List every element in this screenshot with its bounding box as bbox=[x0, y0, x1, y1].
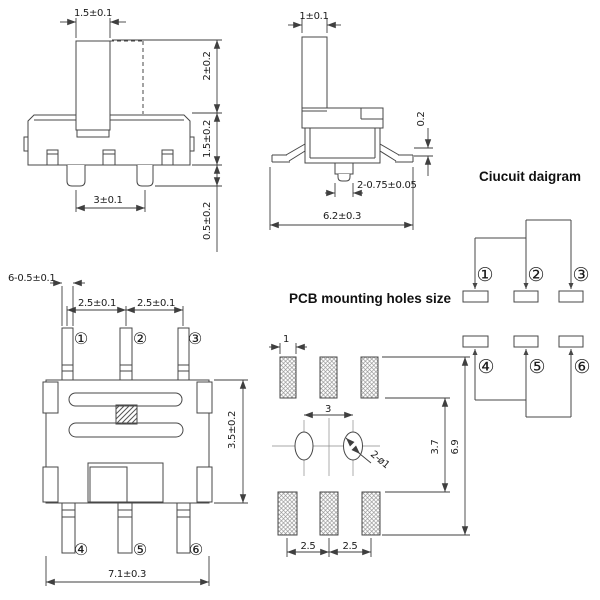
dim-row-gap: 3.7 bbox=[430, 439, 441, 454]
dim-knob-height: 2±0.2 bbox=[202, 51, 213, 80]
circuit-pads bbox=[462, 290, 584, 348]
dim-top-overall-width: 7.1±0.3 bbox=[108, 569, 146, 580]
top-pins-lower bbox=[61, 502, 191, 554]
knob-base bbox=[76, 129, 110, 138]
top-dimensions: 6-0.5±0.1 2.5±0.1 2.5±0.1 7.1±0.3 3.5±0.… bbox=[8, 273, 248, 586]
terminal-6: ⑥ bbox=[573, 356, 590, 378]
pin-number-4: ④ bbox=[74, 540, 88, 559]
dim-pad-width: 1 bbox=[283, 334, 289, 345]
terminal-1: ① bbox=[476, 264, 493, 286]
terminal-4: ④ bbox=[477, 356, 494, 378]
dim-pcb-pitch-left: 2.5 bbox=[300, 541, 315, 552]
dim-pcb-pitch-right: 2.5 bbox=[342, 541, 357, 552]
pin-number-3: ③ bbox=[188, 329, 202, 348]
terminal-5: ⑤ bbox=[528, 356, 545, 378]
dim-side-knob-width: 1±0.1 bbox=[299, 11, 328, 22]
dim-step: 0.2 bbox=[416, 111, 427, 126]
side-view: 1±0.1 0.2 2-0.75±0.05 6.2±0.3 bbox=[269, 11, 433, 230]
body-window-outer bbox=[87, 462, 164, 503]
dim-hole-spacing: 3 bbox=[325, 404, 331, 415]
dim-top-pin-width: 6-0.5±0.1 bbox=[8, 273, 55, 284]
dim-side-pin-width: 2-0.75±0.05 bbox=[357, 180, 417, 191]
body-window-inner bbox=[89, 466, 128, 502]
dim-knob-width: 1.5±0.1 bbox=[74, 8, 112, 19]
terminal-3: ③ bbox=[572, 264, 589, 286]
dim-pitch-left: 2.5±0.1 bbox=[78, 298, 116, 309]
side-dimensions: 1±0.1 0.2 2-0.75±0.05 6.2±0.3 bbox=[269, 11, 433, 230]
pin-number-5: ⑤ bbox=[133, 540, 147, 559]
dim-side-overall-width: 6.2±0.3 bbox=[323, 211, 361, 222]
pin-number-6: ⑥ bbox=[189, 540, 203, 559]
dim-pitch-right: 2.5±0.1 bbox=[137, 298, 175, 309]
gullwing-leg-right bbox=[379, 143, 414, 163]
dim-hole-callout: 2-ø1 bbox=[368, 449, 391, 471]
pcb-land-pattern: PCB mounting holes size 1 3 bbox=[269, 291, 470, 557]
mounting-hole-right bbox=[343, 431, 363, 461]
slider-slot-lower bbox=[68, 422, 184, 438]
side-tab-left bbox=[23, 136, 29, 152]
pcb-pads-top bbox=[279, 356, 379, 399]
dim-body-depth: 3.5±0.2 bbox=[227, 411, 238, 449]
side-body-main bbox=[304, 127, 381, 164]
slider-knob-front bbox=[75, 40, 111, 131]
pcb-pads-bottom bbox=[277, 491, 381, 536]
circuit-wires bbox=[472, 219, 574, 418]
top-view: ① ② ③ ④ ⑤ ⑥ 6-0.5±0.1 2.5±0.1 2.5±0.1 7.… bbox=[8, 273, 248, 586]
dim-pcb-overall-height: 6.9 bbox=[450, 439, 461, 454]
slider-knob-top bbox=[115, 404, 138, 425]
dim-body-height: 1.5±0.2 bbox=[202, 120, 213, 158]
pin-number-2: ② bbox=[133, 329, 147, 348]
pcb-title: PCB mounting holes size bbox=[289, 291, 452, 306]
circuit-diagram: Ciucuit daigram ① ② ③ ④ ⑤ ⑥ bbox=[462, 169, 591, 418]
gullwing-leg-left bbox=[271, 143, 306, 163]
corner-tabs bbox=[42, 381, 213, 503]
front-dimensions: 1.5±0.1 2±0.2 1.5±0.2 0.5±0.2 3±0.1 bbox=[60, 8, 222, 252]
mounting-hole-left bbox=[294, 431, 314, 461]
front-view: 1.5±0.1 2±0.2 1.5±0.2 0.5±0.2 3±0.1 bbox=[23, 8, 222, 252]
bottom-feet bbox=[46, 149, 174, 166]
circuit-title: Ciucuit daigram bbox=[479, 169, 581, 184]
slider-slot-upper bbox=[68, 392, 183, 407]
dim-pin-protrusion: 0.5±0.2 bbox=[202, 202, 213, 240]
slider-knob-side bbox=[301, 36, 328, 109]
pin-number-1: ① bbox=[74, 329, 88, 348]
dim-pin-spacing: 3±0.1 bbox=[93, 195, 122, 206]
side-bottom-pin bbox=[334, 162, 354, 182]
switch-body-front bbox=[27, 114, 191, 166]
terminal-2: ② bbox=[527, 264, 544, 286]
front-pins bbox=[66, 165, 154, 187]
side-tab-right bbox=[189, 136, 195, 152]
